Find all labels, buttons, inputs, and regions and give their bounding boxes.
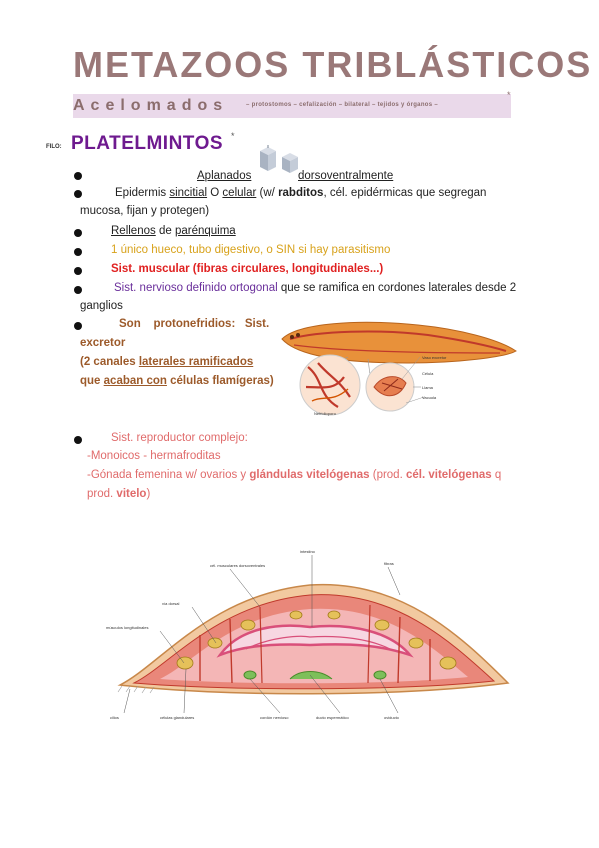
page-title: METAZOOS TRIBLÁSTICOS: [73, 44, 593, 85]
fig-label-ovi: oviducto: [384, 715, 400, 720]
fig-label-celula: Célula: [422, 371, 434, 376]
bullet-dot: [74, 267, 82, 275]
subtitle-word: Acelomados: [73, 97, 229, 114]
cube-icon: [260, 145, 276, 171]
bullet-dot: [74, 248, 82, 256]
bullet-epidermis: Epidermis sincitial O celular (w/ rabdit…: [115, 187, 487, 199]
fig-label-via-dorsal: vía dorsal: [162, 601, 179, 606]
phylum-tag: FILO:: [46, 144, 62, 150]
bullet-rellenos: Rellenos de parénquima: [111, 225, 236, 237]
bullet-dot: [74, 229, 82, 237]
bullet-dot: [74, 172, 82, 180]
bullet-epidermis-line2: mucosa, fijan y protegen): [80, 205, 210, 217]
subtitle-band: [73, 94, 511, 118]
reproductor-sub1: -Monoicos - hermafroditas: [87, 450, 221, 462]
phylum-star: *: [231, 131, 235, 141]
phylum-name: PLATELMINTOS: [71, 133, 224, 154]
cross-section-illustration: intestino fibras cél. musculares dorsove…: [106, 549, 510, 720]
bullet-aplanados: Aplanados: [197, 169, 251, 184]
aplanados-text: Aplanados: [197, 170, 252, 182]
cube-icons: [260, 145, 298, 173]
fig-label-glandulares: células glandulares: [160, 715, 194, 720]
fig-label-fibras: fibras: [384, 561, 394, 566]
bullet-reproductor: Sist. reproductor complejo:: [111, 432, 248, 444]
fig-label-dorsoventrales: cél. musculares dorsoventrales: [210, 563, 265, 568]
fig-label-cilios: cilios: [110, 715, 119, 720]
bullet-dot: [74, 190, 82, 198]
fig-label-intestino: intestino: [300, 549, 316, 554]
bullet-muscular: Sist. muscular (fibras circulares, longi…: [111, 263, 384, 275]
bullet-dorsoventral: dorsoventralmente: [298, 169, 393, 184]
protonephridia-illustration: Vaso excretor Célula Llama Vacuola Nefri…: [281, 321, 517, 416]
fig-label-ducto: ducto espermático: [316, 715, 349, 720]
bullet-dot: [74, 436, 82, 444]
bullet-protonefridios-line3: que acaban con células flamígeras): [80, 375, 274, 387]
bullet-dot: [74, 322, 82, 330]
reproductor-sub3: prod. vitelo): [87, 488, 151, 500]
dorsoventral-text: dorsoventralmente: [298, 170, 394, 182]
bullet-nervioso: Sist. nervioso definido ortogonal que se…: [114, 282, 517, 294]
fig-label-llama: Llama: [422, 385, 434, 390]
cube-icon: [282, 153, 298, 173]
subtitle-star: *: [507, 90, 511, 100]
bullet-nervioso-line2: ganglios: [80, 300, 123, 312]
bullet-dot: [74, 286, 82, 294]
fig-label-longitudinales: músculos longitudinales: [106, 625, 148, 630]
fig-label-nefridioporo: Nefridioporo: [314, 411, 337, 416]
fig-label-cordon-nervioso: cordón nervioso: [260, 715, 289, 720]
fig-label-vacuola: Vacuola: [422, 395, 437, 400]
reproductor-sub2: -Gónada femenina w/ ovarios y glándulas …: [87, 469, 502, 481]
fig-label-vaso: Vaso excretor: [422, 355, 447, 360]
bullet-digestivo: 1 único hueco, tubo digestivo, o SIN si …: [111, 244, 391, 256]
subtitle-tags: – protostomos – cefalización – bilateral…: [246, 102, 438, 108]
excretor-word: excretor: [80, 337, 126, 349]
bullet-protonefridios-line2: (2 canales laterales ramificados: [80, 356, 254, 368]
bullet-protonefridios: Son protonefridios: Sist.: [119, 318, 270, 330]
